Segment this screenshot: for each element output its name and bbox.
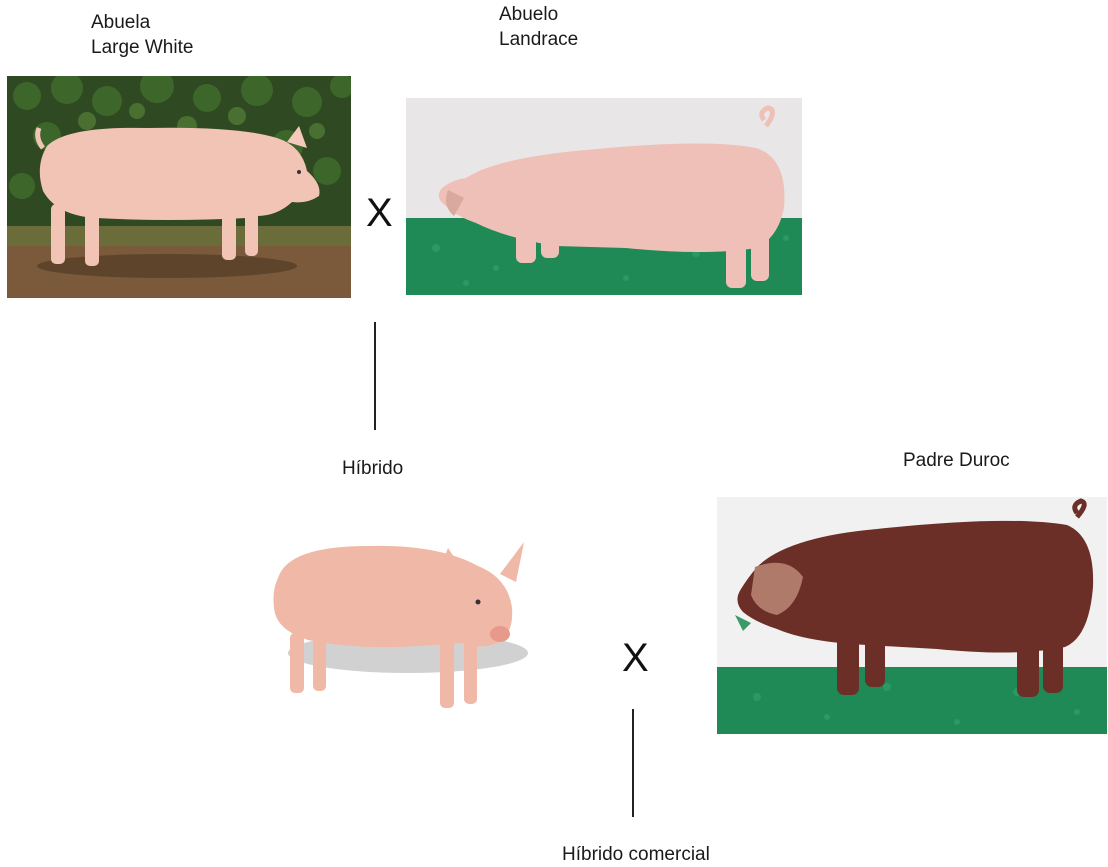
landrace-pig-photo xyxy=(406,98,802,295)
commercial-hybrid-label: Híbrido comercial xyxy=(562,842,710,867)
cross-symbol-top: X xyxy=(366,193,393,233)
duroc-pig-photo xyxy=(717,497,1107,734)
grandfather-label: Abuelo Landrace xyxy=(499,2,578,52)
hybrid-label: Híbrido xyxy=(342,456,403,481)
grandmother-breed: Large White xyxy=(91,35,193,60)
grandmother-label: Abuela Large White xyxy=(91,10,193,60)
sire-label: Padre Duroc xyxy=(903,448,1010,473)
cross-symbol-bottom: X xyxy=(622,638,649,678)
hybrid-pig-photo xyxy=(268,538,530,716)
grandfather-breed: Landrace xyxy=(499,27,578,52)
large-white-pig-photo xyxy=(7,76,351,298)
grandfather-role: Abuelo xyxy=(499,2,578,27)
connector-line-top xyxy=(374,322,376,430)
grandmother-role: Abuela xyxy=(91,10,193,35)
connector-line-bottom xyxy=(632,709,634,817)
